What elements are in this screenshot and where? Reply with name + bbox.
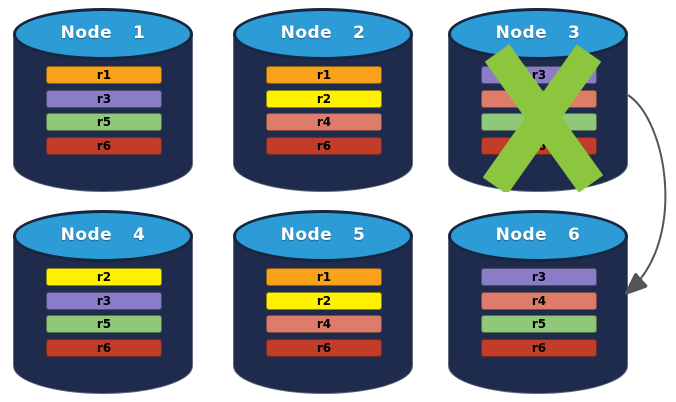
- replica-bar-r4: r4: [266, 315, 382, 333]
- replica-bar-r5: r5: [46, 315, 162, 333]
- cylinder-top: Node 2: [233, 8, 413, 60]
- replica-bar-r3: r3: [46, 291, 162, 310]
- db-node-4: Node 4 r2 r3 r5 r6: [13, 210, 193, 394]
- node-title: Node 2: [280, 23, 366, 43]
- cylinder-top: Node 4: [13, 210, 193, 262]
- replica-bar-r6: r6: [266, 136, 382, 155]
- failure-x-icon: [482, 44, 604, 192]
- replica-bar-r4: r4: [481, 291, 597, 310]
- replica-bar-r3: r3: [481, 268, 597, 286]
- replica-list: r1 r3 r5 r6: [13, 8, 193, 192]
- db-node-6: Node 6 r3 r4 r5 r6: [448, 210, 628, 394]
- node-title: Node 5: [280, 225, 366, 245]
- node-title: Node 3: [495, 23, 581, 43]
- replica-list: r3 r4 r5 r6: [448, 210, 628, 394]
- replica-list: r1 r2 r4 r6: [233, 8, 413, 192]
- replica-bar-r2: r2: [266, 89, 382, 108]
- db-node-5: Node 5 r1 r2 r4 r6: [233, 210, 413, 394]
- replica-bar-r4: r4: [266, 113, 382, 131]
- replica-bar-r5: r5: [481, 315, 597, 333]
- cylinder-top: Node 1: [13, 8, 193, 60]
- replica-bar-r2: r2: [266, 291, 382, 310]
- replica-bar-r6: r6: [46, 136, 162, 155]
- replica-bar-r6: r6: [481, 338, 597, 357]
- replica-bar-r1: r1: [46, 66, 162, 84]
- cylinder-top: Node 5: [233, 210, 413, 262]
- db-node-1: Node 1 r1 r3 r5 r6: [13, 8, 193, 192]
- cylinder-top: Node 3: [448, 8, 628, 60]
- db-node-2: Node 2 r1 r2 r4 r6: [233, 8, 413, 192]
- replica-list: r2 r3 r5 r6: [13, 210, 193, 394]
- replica-bar-r5: r5: [46, 113, 162, 131]
- replica-bar-r6: r6: [266, 338, 382, 357]
- replica-list: r1 r2 r4 r6: [233, 210, 413, 394]
- replica-bar-r2: r2: [46, 268, 162, 286]
- replica-bar-r3: r3: [46, 89, 162, 108]
- replica-bar-r1: r1: [266, 66, 382, 84]
- node-title: Node 4: [60, 225, 146, 245]
- cylinder-top: Node 6: [448, 210, 628, 262]
- node-title: Node 6: [495, 225, 581, 245]
- node-title: Node 1: [60, 23, 146, 43]
- replica-bar-r6: r6: [46, 338, 162, 357]
- replica-bar-r1: r1: [266, 268, 382, 286]
